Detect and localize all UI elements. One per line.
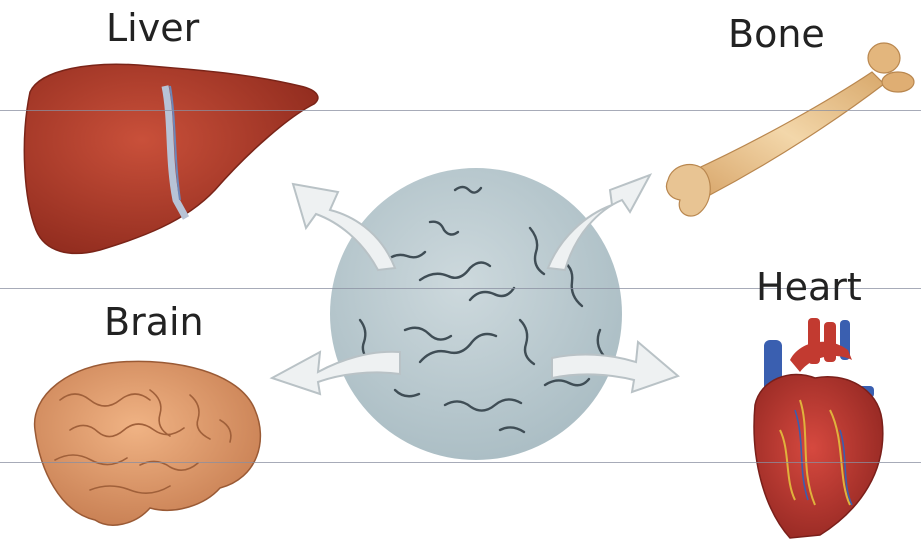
brain-organ-icon: [35, 361, 261, 525]
stem-cell-sphere-icon: [330, 168, 622, 460]
heart-label: Heart: [756, 265, 862, 309]
heart-organ-icon: [754, 318, 883, 538]
divider-line: [0, 110, 921, 111]
bone-icon: [667, 43, 915, 216]
divider-line: [0, 462, 921, 463]
bone-label: Bone: [728, 12, 825, 56]
brain-label: Brain: [104, 300, 204, 344]
liver-organ-icon: [24, 64, 318, 253]
liver-label: Liver: [106, 6, 199, 50]
